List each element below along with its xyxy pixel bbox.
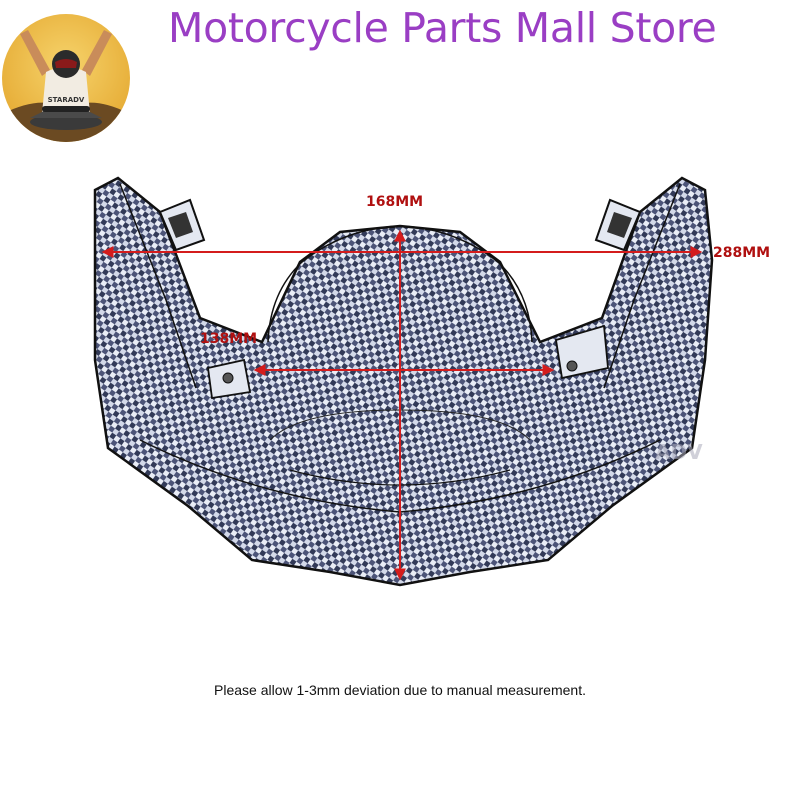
width-label: 288MM <box>713 245 771 261</box>
measurement-note: Please allow 1-3mm deviation due to manu… <box>214 682 586 698</box>
height-label: 168MM <box>366 194 424 210</box>
watermark: ADV <box>655 440 703 464</box>
inner-width-label: 138MM <box>200 331 258 347</box>
store-logo: STARADV <box>2 14 130 142</box>
product-image <box>0 150 800 600</box>
logo-text: STARADV <box>48 96 85 104</box>
store-title: Motorcycle Parts Mall Store <box>168 4 717 52</box>
